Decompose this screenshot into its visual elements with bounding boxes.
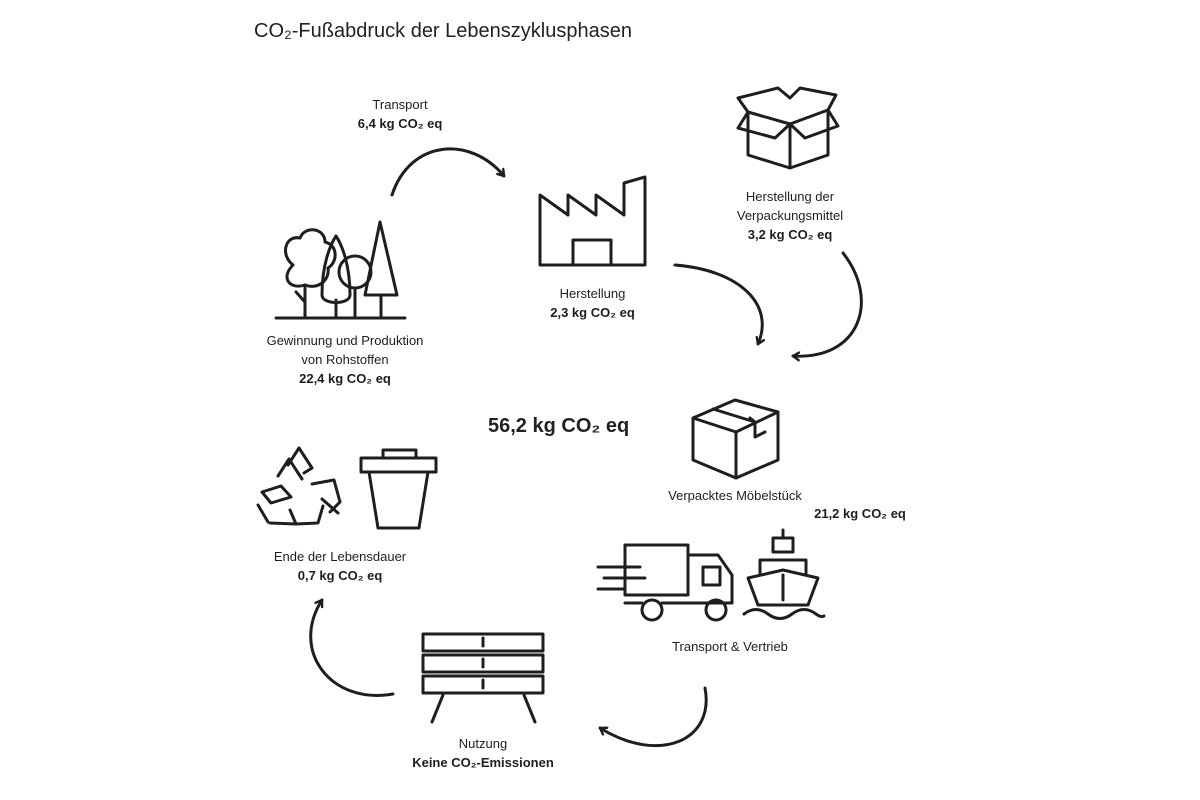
label-packed-furniture: Verpacktes Möbelstück [668, 488, 802, 503]
label-raw-materials: Gewinnung und Produktion von Rohstoffen … [266, 333, 424, 386]
open-box-icon [736, 86, 840, 170]
trees-icon [274, 220, 407, 320]
ship-icon [742, 528, 826, 620]
arrow-nutzung [309, 598, 395, 697]
label-manufacturing: Herstellung 2,3 kg CO₂ eq [550, 286, 635, 320]
arrow-transport [390, 147, 506, 197]
label-end-of-life: Ende der Lebensdauer 0,7 kg CO₂ eq [273, 549, 407, 583]
page-title: CO₂-Fußabdruck der Lebenszyklusphasen [254, 20, 632, 42]
arrow-herstellung [673, 263, 762, 346]
factory-icon [538, 175, 647, 267]
total-footprint: 56,2 kg CO₂ eq [488, 415, 630, 437]
bench-icon [421, 632, 545, 724]
arrow-verpackung [791, 251, 863, 356]
label-packaging: Herstellung der Verpackungsmittel 3,2 kg… [736, 189, 844, 242]
label-distribution: Transport & Vertrieb [672, 639, 788, 654]
truck-icon [596, 543, 734, 622]
arrow-vertrieb [598, 686, 708, 748]
closed-box-icon [691, 398, 780, 480]
label-transport: Transport 6,4 kg CO₂ eq [357, 97, 443, 131]
recycle-icon [256, 446, 342, 526]
trash-bin-icon [359, 448, 438, 530]
label-use: Nutzung Keine CO₂-Emissionen [412, 736, 554, 770]
value-packed-furniture: 21,2 kg CO₂ eq [814, 506, 906, 521]
